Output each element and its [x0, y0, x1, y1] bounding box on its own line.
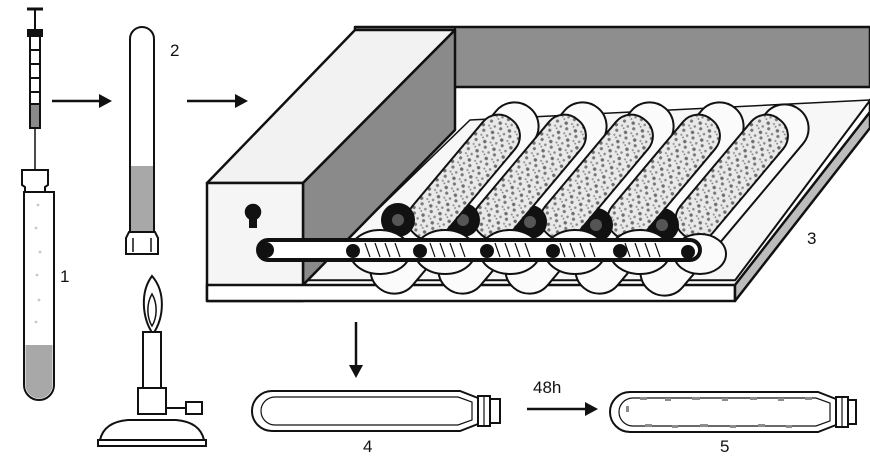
arrow-step1-to-step2 [52, 94, 112, 108]
arrow-step3-to-step4 [349, 322, 363, 378]
arrow-step2-to-step3 [187, 94, 248, 108]
step-label-2: 2 [170, 41, 179, 60]
inverted-tube [125, 26, 159, 255]
roller-drive-rail [256, 229, 727, 275]
test-tube-with-medium [21, 169, 55, 401]
bunsen-burner [97, 274, 207, 447]
step-label-5: 5 [720, 437, 729, 456]
step-label-1: 1 [60, 267, 69, 286]
step-label-4: 4 [363, 437, 372, 456]
attached-cells [626, 397, 812, 428]
step-label-3: 3 [807, 229, 816, 248]
horizontal-bottle-step5 [609, 391, 857, 433]
syringe [27, 7, 43, 175]
horizontal-bottle-step4 [251, 390, 501, 432]
arrow-step4-to-step5 [527, 402, 598, 416]
incubation-duration-label: 48h [533, 378, 561, 397]
